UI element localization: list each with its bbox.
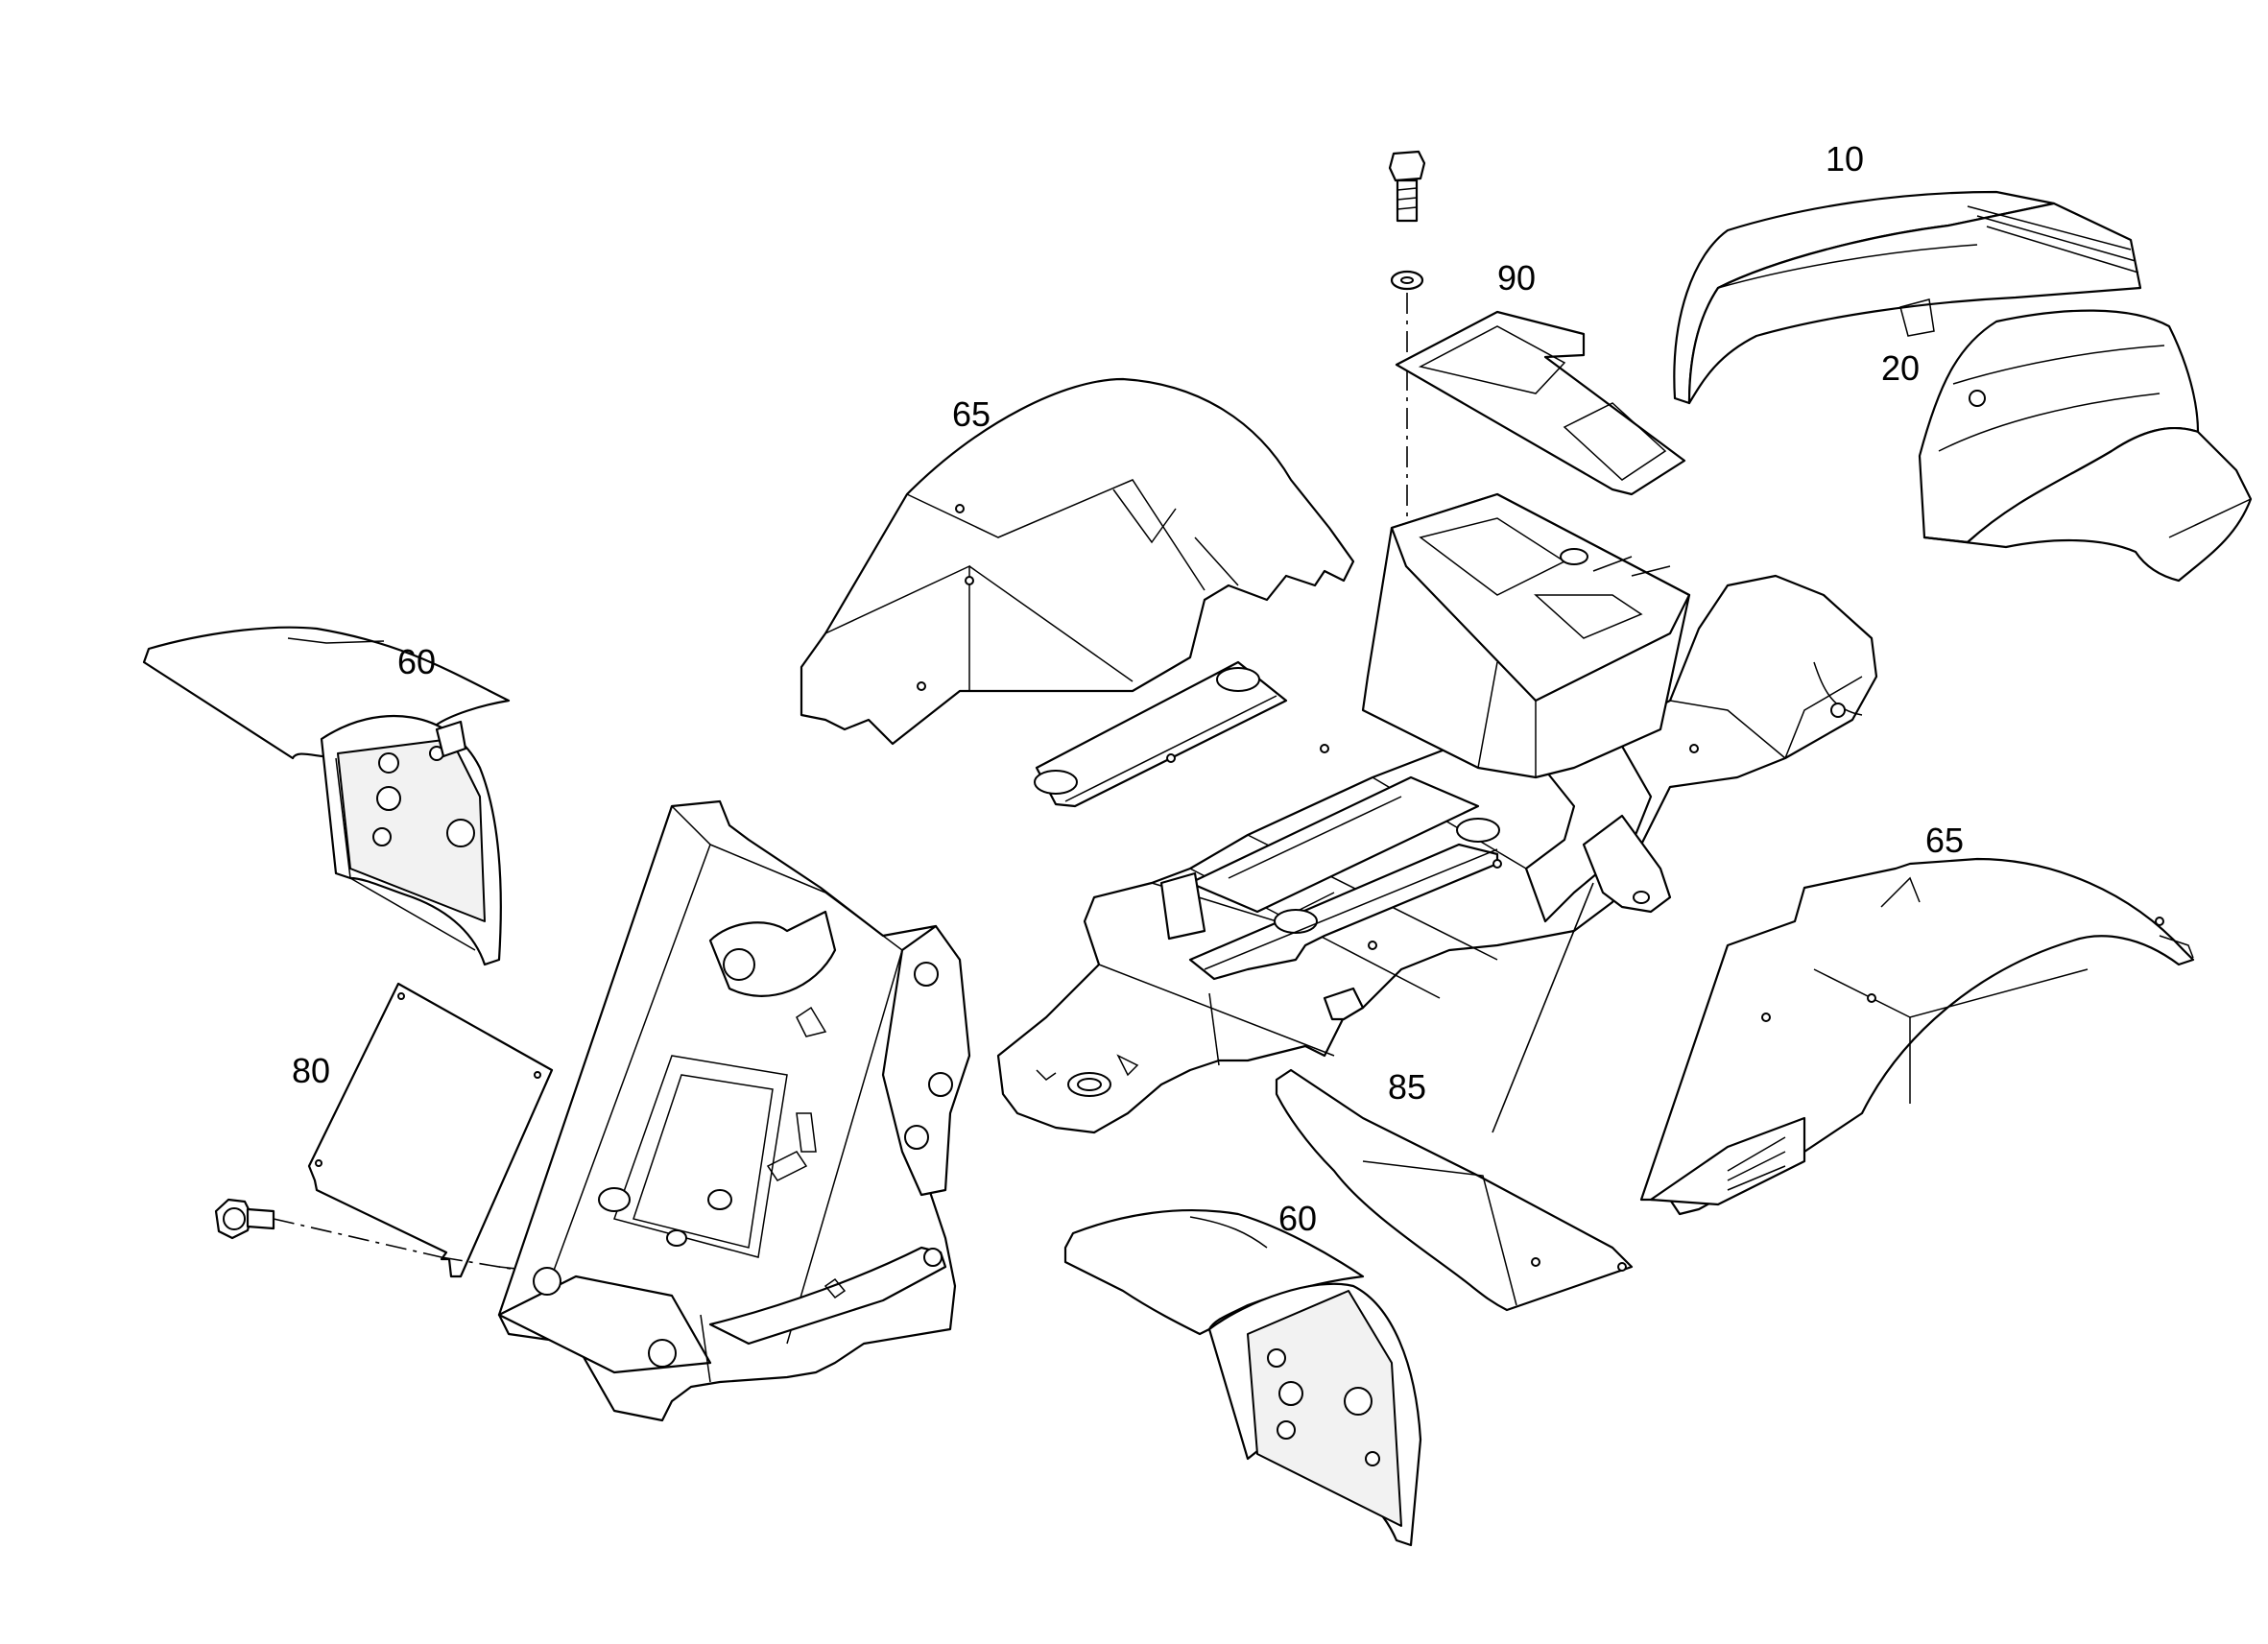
fender-part-60-bottom bbox=[1063, 1208, 1422, 1547]
shroud-part-65-right bbox=[1639, 857, 2195, 1216]
tank-housing bbox=[1361, 492, 1691, 779]
callout-60-left: 60 bbox=[397, 642, 436, 681]
callout-10: 10 bbox=[1826, 139, 1864, 179]
belly-plate-part-85 bbox=[1275, 882, 1634, 1312]
callout-65-right: 65 bbox=[1925, 821, 1964, 860]
fender-part-60-left bbox=[142, 626, 511, 966]
plate-part-80 bbox=[307, 982, 554, 1278]
shroud-part-65-left bbox=[800, 377, 1355, 746]
rear-hood-part-10 bbox=[1673, 190, 2253, 583]
cover-plate-part-90 bbox=[1395, 310, 1686, 496]
callout-60-bottom: 60 bbox=[1278, 1199, 1317, 1238]
callout-80: 80 bbox=[292, 1051, 330, 1090]
callout-85: 85 bbox=[1388, 1067, 1426, 1107]
callout-90: 90 bbox=[1497, 258, 1536, 298]
bolt-assembly bbox=[1388, 150, 1426, 523]
callout-20: 20 bbox=[1881, 348, 1920, 388]
front-frame bbox=[497, 799, 971, 1422]
callout-65-left: 65 bbox=[952, 394, 991, 434]
